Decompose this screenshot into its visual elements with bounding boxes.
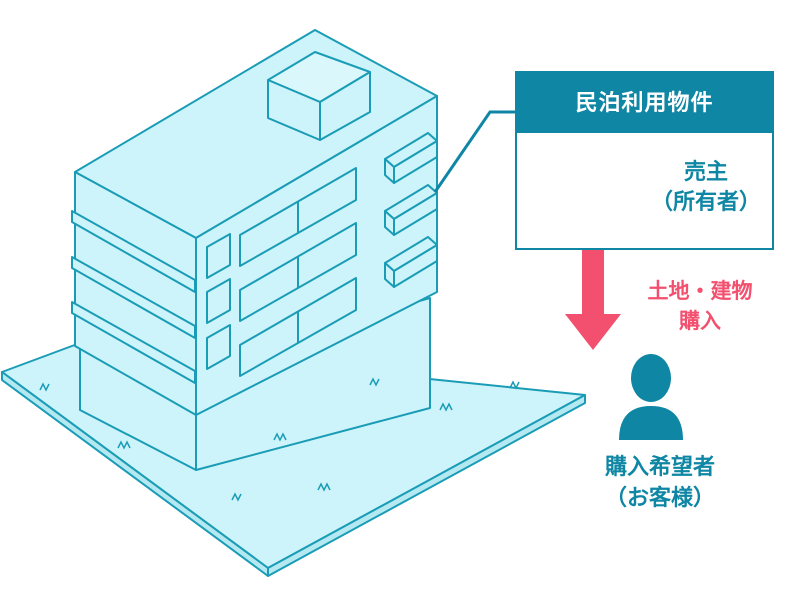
person-icon bbox=[619, 354, 683, 440]
property-box-title: 民泊利用物件 bbox=[515, 71, 774, 131]
transaction-label-line2: 購入 bbox=[679, 309, 721, 333]
seller-label: 売主 （所有者） bbox=[636, 158, 776, 218]
buyer-label: 購入希望者 （お客様） bbox=[575, 452, 745, 514]
property-info-box bbox=[515, 131, 774, 250]
seller-label-line1: 売主 bbox=[683, 160, 728, 185]
transaction-label: 土地・建物 購入 bbox=[625, 276, 775, 336]
connector-line bbox=[433, 110, 515, 193]
buyer-label-line1: 購入希望者 bbox=[604, 455, 715, 480]
transaction-label-line1: 土地・建物 bbox=[647, 279, 753, 303]
arrow-down-icon bbox=[565, 244, 621, 350]
seller-label-line2: （所有者） bbox=[650, 190, 761, 215]
buyer-label-line2: （お客様） bbox=[604, 486, 715, 511]
